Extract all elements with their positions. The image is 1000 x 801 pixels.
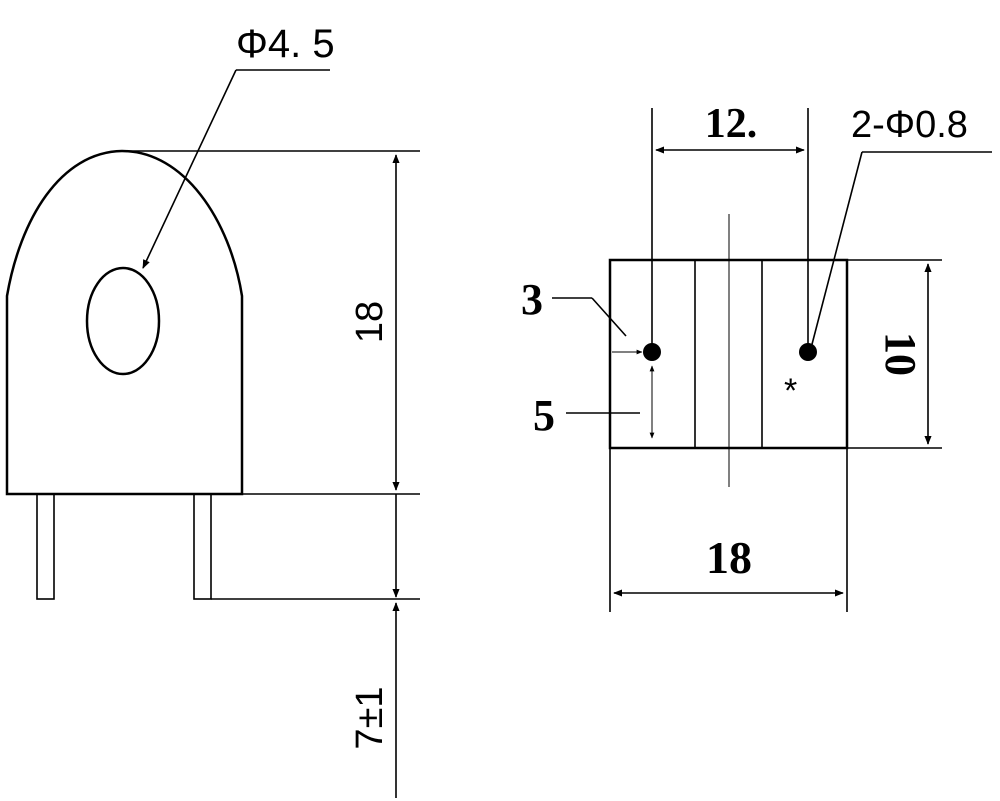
pin-spacing-label: 12. [705, 101, 758, 147]
pin-left [36, 493, 55, 600]
hole-leader-line [142, 69, 237, 269]
offset-3-leader-line [591, 297, 627, 337]
pin-dot-right [799, 343, 817, 361]
depth-label: 10 [876, 332, 925, 376]
pin-length-label: 7±1 [349, 686, 391, 749]
offset-5-label: 5 [533, 391, 555, 440]
hole-diameter-label: Φ4. 5 [236, 22, 335, 66]
width-label: 18 [706, 532, 752, 583]
side-view: Φ4. 5 18 7±1 [5, 22, 420, 798]
height-label: 18 [349, 301, 391, 343]
pin-dot-left [643, 343, 661, 361]
pin-spec-label: 2-Φ0.8 [851, 104, 968, 146]
center-hole [85, 266, 161, 376]
transformer-body-outline [5, 149, 244, 496]
polarity-mark: * [784, 372, 797, 410]
pin-spec-leader-line [809, 151, 863, 353]
offset-3-label: 3 [521, 275, 543, 324]
pin-right [193, 493, 212, 600]
bottom-view: 12. 2-Φ0.8 3 5 * 10 18 [521, 101, 992, 612]
